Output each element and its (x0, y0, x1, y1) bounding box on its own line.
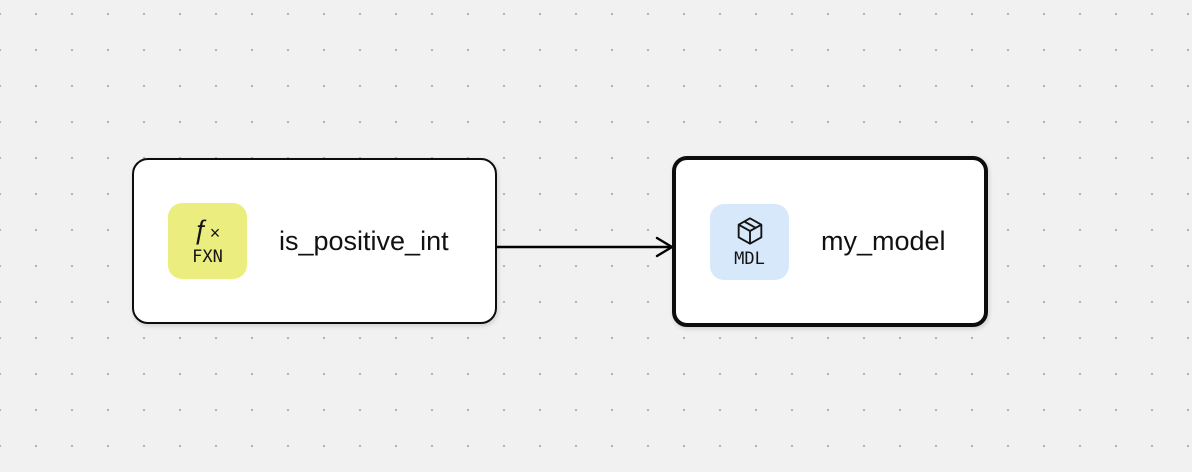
node-model-label: my_model (821, 226, 946, 256)
node-model[interactable]: MDL my_model (672, 156, 988, 327)
function-badge-label: FXN (192, 246, 223, 267)
node-function-label: is_positive_int (279, 225, 449, 256)
edge-arrow[interactable] (495, 231, 679, 263)
cube-icon (737, 216, 762, 245)
fx-icon: ƒ× (193, 214, 222, 245)
model-badge-label: MDL (734, 248, 765, 269)
node-function[interactable]: ƒ× FXN is_positive_int (132, 158, 497, 324)
function-badge: ƒ× FXN (168, 203, 247, 279)
model-badge: MDL (710, 203, 789, 280)
